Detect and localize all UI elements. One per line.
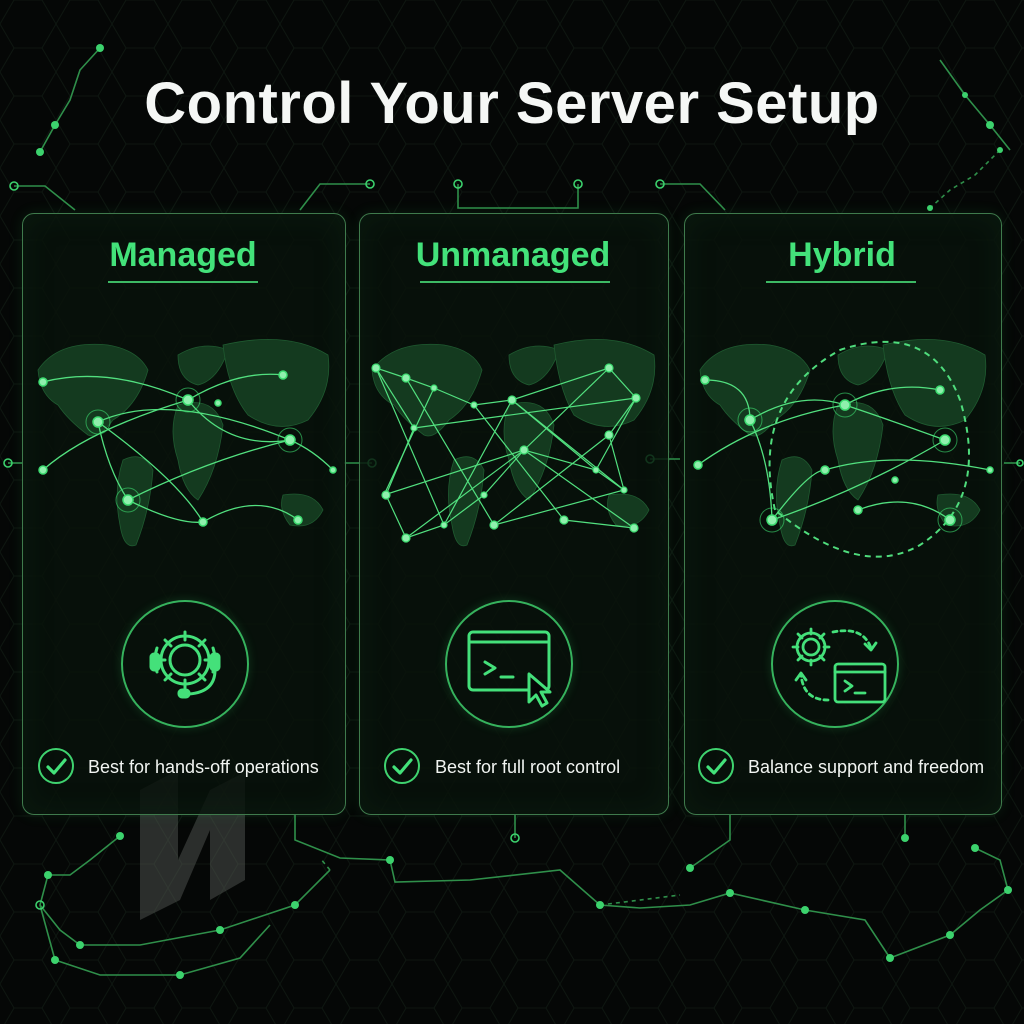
check-icon-unmanaged (384, 748, 420, 784)
page-title: Control Your Server Setup (144, 71, 880, 136)
hybrid-icon-ring (771, 600, 899, 728)
gear-terminal-cycle-icon (791, 627, 887, 704)
gear-headset-icon (149, 630, 221, 699)
card-title-underline (420, 281, 610, 283)
card-title-underline (766, 281, 916, 283)
world-map-hybrid (693, 338, 994, 558)
card-title-underline (108, 281, 258, 283)
world-map-managed (37, 338, 337, 547)
feature-label-managed: Best for hands-off operations (88, 757, 319, 777)
card-title-unmanaged: Unmanaged (415, 236, 611, 274)
check-icon-hybrid (698, 748, 734, 784)
world-map-unmanaged (371, 338, 656, 547)
unmanaged-icon-ring (445, 600, 573, 728)
terminal-cursor-icon (467, 630, 552, 708)
card-title-managed: Managed (109, 236, 257, 274)
managed-icon-ring (121, 600, 249, 728)
feature-label-hybrid: Balance support and freedom (748, 757, 985, 777)
check-icon-managed (38, 748, 74, 784)
card-title-hybrid: Hybrid (788, 236, 896, 274)
feature-label-unmanaged: Best for full root control (435, 757, 621, 777)
